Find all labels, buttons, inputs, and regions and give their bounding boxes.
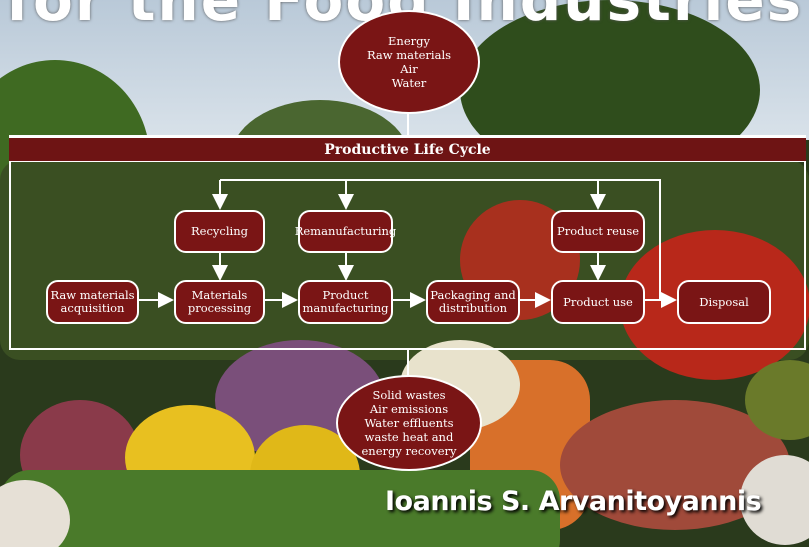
output-air-emissions: Air emissions: [369, 402, 449, 416]
node-line: Remanufacturing: [294, 224, 397, 238]
output-waste-heat: waste heat and: [364, 430, 454, 444]
input-raw-materials: Raw materials: [366, 48, 452, 62]
node-line: Recycling: [191, 224, 248, 238]
output-solid-wastes: Solid wastes: [372, 388, 446, 402]
productive-life-cycle-banner: Productive Life Cycle: [9, 137, 806, 162]
node-line: Disposal: [699, 294, 749, 309]
node-line: acquisition: [60, 301, 125, 315]
node-remanufacturing: Remanufacturing: [295, 210, 396, 253]
node-line: Product: [322, 288, 369, 302]
node-line: Product use: [563, 294, 633, 309]
node-line: Raw materials: [50, 288, 135, 302]
avocado: [745, 360, 809, 440]
node-product-use: Product use: [551, 280, 645, 324]
mushrooms: [740, 455, 809, 545]
node-disposal: Disposal: [677, 280, 771, 324]
feedback-loop-line: [220, 179, 661, 300]
node-line: processing: [187, 301, 252, 315]
inputs-oval: Energy Raw materials Air Water: [338, 10, 480, 114]
green-beans: [0, 470, 560, 547]
node-materials-processing: Materials processing: [174, 280, 265, 324]
node-packaging-distribution: Packaging and distribution: [426, 280, 520, 324]
output-water-effluents: Water effluents: [364, 416, 454, 430]
node-product-manufacturing: Product manufacturing: [298, 280, 393, 324]
life-cycle-frame: [9, 135, 806, 350]
node-line: Product reuse: [556, 224, 640, 238]
input-air: Air: [400, 62, 418, 76]
node-product-reuse: Product reuse: [551, 210, 645, 253]
author-name: Ioannis S. Arvanitoyannis: [385, 486, 762, 517]
outputs-oval: Solid wastes Air emissions Water effluen…: [336, 375, 482, 471]
input-energy: Energy: [388, 34, 430, 48]
output-energy-recovery: energy recovery: [361, 444, 457, 458]
node-line: manufacturing: [302, 301, 389, 315]
node-raw-materials-acquisition: Raw materials acquisition: [46, 280, 139, 324]
node-line: Packaging and: [430, 288, 516, 302]
input-water: Water: [391, 76, 427, 90]
node-recycling: Recycling: [174, 210, 265, 253]
node-line: distribution: [438, 301, 508, 315]
node-line: Materials: [191, 288, 248, 302]
